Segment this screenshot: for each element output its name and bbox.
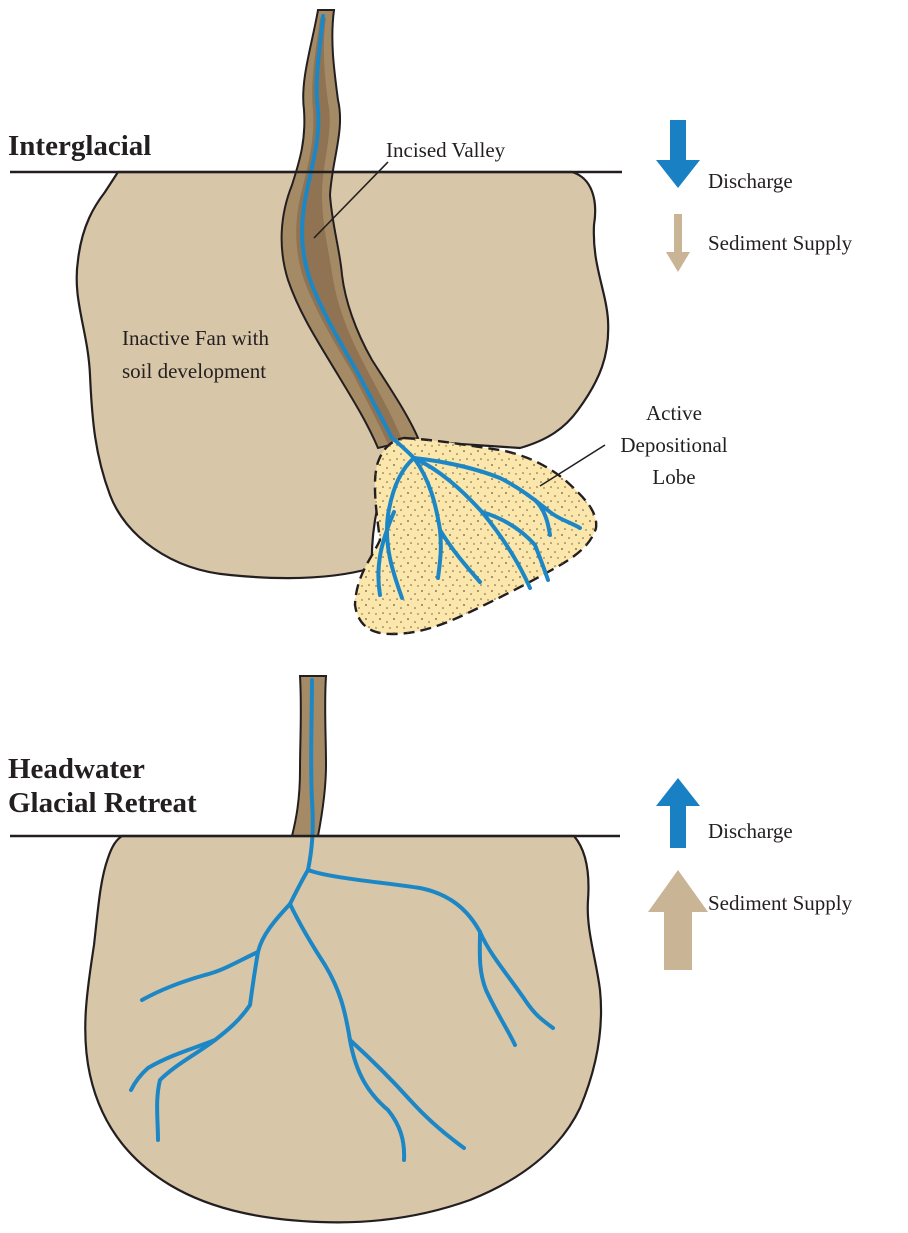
sediment-label-top: Sediment Supply bbox=[708, 231, 853, 255]
feeder-valley bbox=[292, 676, 326, 836]
discharge-increase-arrow bbox=[656, 778, 700, 848]
top-panel: Interglacial Incised Valley Inactive Fan… bbox=[8, 10, 853, 634]
inactive-fan-label-line1: Inactive Fan with bbox=[122, 326, 269, 350]
incised-valley-label: Incised Valley bbox=[386, 138, 506, 162]
lobe-label-line1: Active bbox=[646, 401, 702, 425]
lobe-label-line2: Depositional bbox=[620, 433, 727, 457]
discharge-label-bottom: Discharge bbox=[708, 819, 793, 843]
sediment-label-bottom: Sediment Supply bbox=[708, 891, 853, 915]
inactive-fan-label-line2: soil development bbox=[122, 359, 266, 383]
sediment-decrease-arrow bbox=[666, 214, 690, 272]
lobe-label-line3: Lobe bbox=[652, 465, 695, 489]
panel-title-headwater: Headwater bbox=[8, 753, 145, 785]
panel-title-glacial-retreat: Glacial Retreat bbox=[8, 787, 197, 819]
lobe-leader bbox=[540, 445, 605, 486]
discharge-decrease-arrow bbox=[656, 120, 700, 188]
lobe-stipple bbox=[355, 438, 596, 634]
active-fan bbox=[85, 836, 601, 1222]
sediment-increase-arrow bbox=[648, 870, 708, 970]
discharge-label-top: Discharge bbox=[708, 169, 793, 193]
bottom-panel: Headwater Glacial Retreat Discharge Sedi… bbox=[8, 676, 853, 1222]
panel-title-interglacial: Interglacial bbox=[8, 130, 151, 162]
